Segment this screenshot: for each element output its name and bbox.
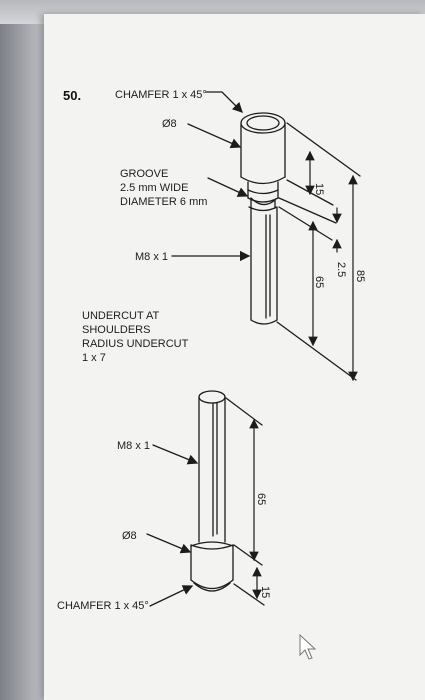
dim-top-shank: 65 xyxy=(313,276,325,288)
bottom-thread-label: M8 x 1 xyxy=(117,440,150,452)
undercut-label-line2: SHOULDERS xyxy=(82,324,150,336)
top-pin xyxy=(171,91,361,382)
dim-bottom-shank: 65 xyxy=(255,493,267,505)
top-chamfer-edge xyxy=(246,115,280,131)
groove-label-line2: 2.5 mm WIDE xyxy=(120,182,188,194)
top-thread-label: M8 x 1 xyxy=(135,251,168,263)
dim-top-head: 15 xyxy=(313,183,325,195)
top-chamfer-label: CHAMFER 1 x 45° xyxy=(115,89,207,101)
undercut-label-line3: RADIUS UNDERCUT xyxy=(82,338,189,350)
bottom-diameter-label: Ø8 xyxy=(122,530,137,542)
dim-top-overall: 85 xyxy=(354,270,366,282)
background-edge xyxy=(0,0,48,700)
top-diameter-label: Ø8 xyxy=(162,118,177,130)
dim-top-groove: 2.5 xyxy=(335,262,347,277)
groove-label-line1: GROOVE xyxy=(120,168,168,180)
undercut-label-line4: 1 x 7 xyxy=(82,352,106,364)
bottom-chamfer-label: CHAMFER 1 x 45° xyxy=(57,600,149,612)
dim-bottom-head: 15 xyxy=(259,586,271,598)
paper-sheet xyxy=(44,14,425,700)
mouse-pointer-icon xyxy=(299,633,317,660)
groove-label-line3: DIAMETER 6 mm xyxy=(120,196,207,208)
bottom-pin xyxy=(146,390,265,607)
problem-number: 50. xyxy=(63,88,81,103)
undercut-label-line1: UNDERCUT AT xyxy=(82,310,159,322)
